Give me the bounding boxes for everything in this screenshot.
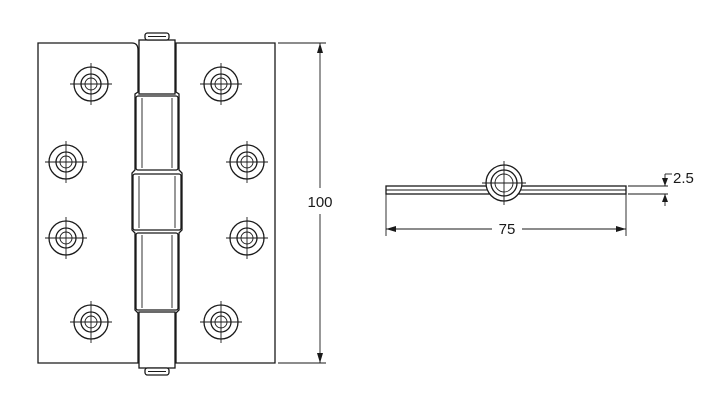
left-leaf — [37, 42, 139, 364]
height-dimension: 100 — [278, 42, 333, 364]
screw-hole-icon — [226, 217, 268, 259]
screw-hole-icon — [200, 301, 242, 343]
barrel-section-icon — [482, 161, 526, 205]
right-leaf — [175, 42, 276, 364]
screw-hole-icon — [226, 141, 268, 183]
knuckle-5 — [138, 311, 176, 369]
screw-hole-icon — [70, 63, 112, 105]
width-dimension-label: 75 — [499, 221, 516, 238]
screw-hole-icon — [45, 217, 87, 259]
screw-holes-left — [45, 63, 112, 343]
knuckle-2 — [135, 95, 179, 171]
hinge-side-view: 75 2.5 — [385, 161, 694, 238]
knuckle-4 — [135, 232, 179, 311]
width-dimension: 75 — [385, 194, 627, 238]
thickness-dimension-label: 2.5 — [673, 170, 694, 187]
knuckle-barrel — [132, 32, 182, 376]
knuckle-3 — [132, 173, 182, 231]
screw-hole-icon — [200, 63, 242, 105]
height-dimension-label: 100 — [307, 194, 332, 211]
screw-hole-icon — [70, 301, 112, 343]
hinge-front-view: 100 — [37, 32, 333, 376]
screw-holes-right — [200, 63, 268, 343]
screw-hole-icon — [45, 141, 87, 183]
knuckle-1 — [138, 39, 176, 95]
thickness-dimension: 2.5 — [628, 170, 694, 206]
